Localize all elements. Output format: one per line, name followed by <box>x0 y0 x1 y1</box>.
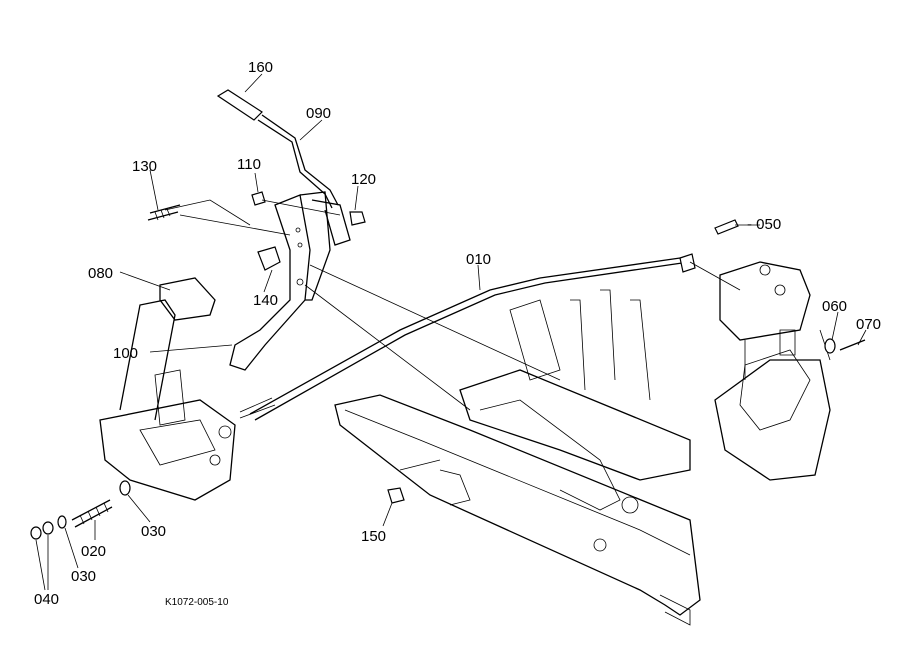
small-parts <box>30 191 866 540</box>
label-050: - 050 <box>747 216 781 233</box>
label-040: 040 <box>34 591 59 608</box>
label-070: 070 <box>856 316 881 333</box>
label-010: 010 <box>466 251 491 268</box>
label-140: 140 <box>253 292 278 309</box>
label-080: 080 <box>88 265 113 282</box>
chassis-frame <box>334 289 701 626</box>
grip-160 <box>216 89 263 121</box>
label-100: 100 <box>113 345 138 362</box>
pedal-assembly <box>99 277 236 501</box>
leader-lines <box>35 73 867 591</box>
shift-lever <box>216 89 339 209</box>
label-160: 160 <box>248 59 273 76</box>
label-150: 150 <box>361 528 386 545</box>
transmission-assembly <box>714 261 831 481</box>
label-020: 020 <box>81 543 106 560</box>
rod-010 <box>239 257 691 421</box>
lever-bracket <box>229 191 351 371</box>
label-030: 030 <box>141 523 166 540</box>
label-130: 130 <box>132 158 157 175</box>
label-120: 120 <box>351 171 376 188</box>
label-030: 030 <box>71 568 96 585</box>
figure-code: K1072-005-10 <box>165 597 229 608</box>
label-090: 090 <box>306 105 331 122</box>
label-060: 060 <box>822 298 847 315</box>
label-110: 110 <box>237 156 261 173</box>
